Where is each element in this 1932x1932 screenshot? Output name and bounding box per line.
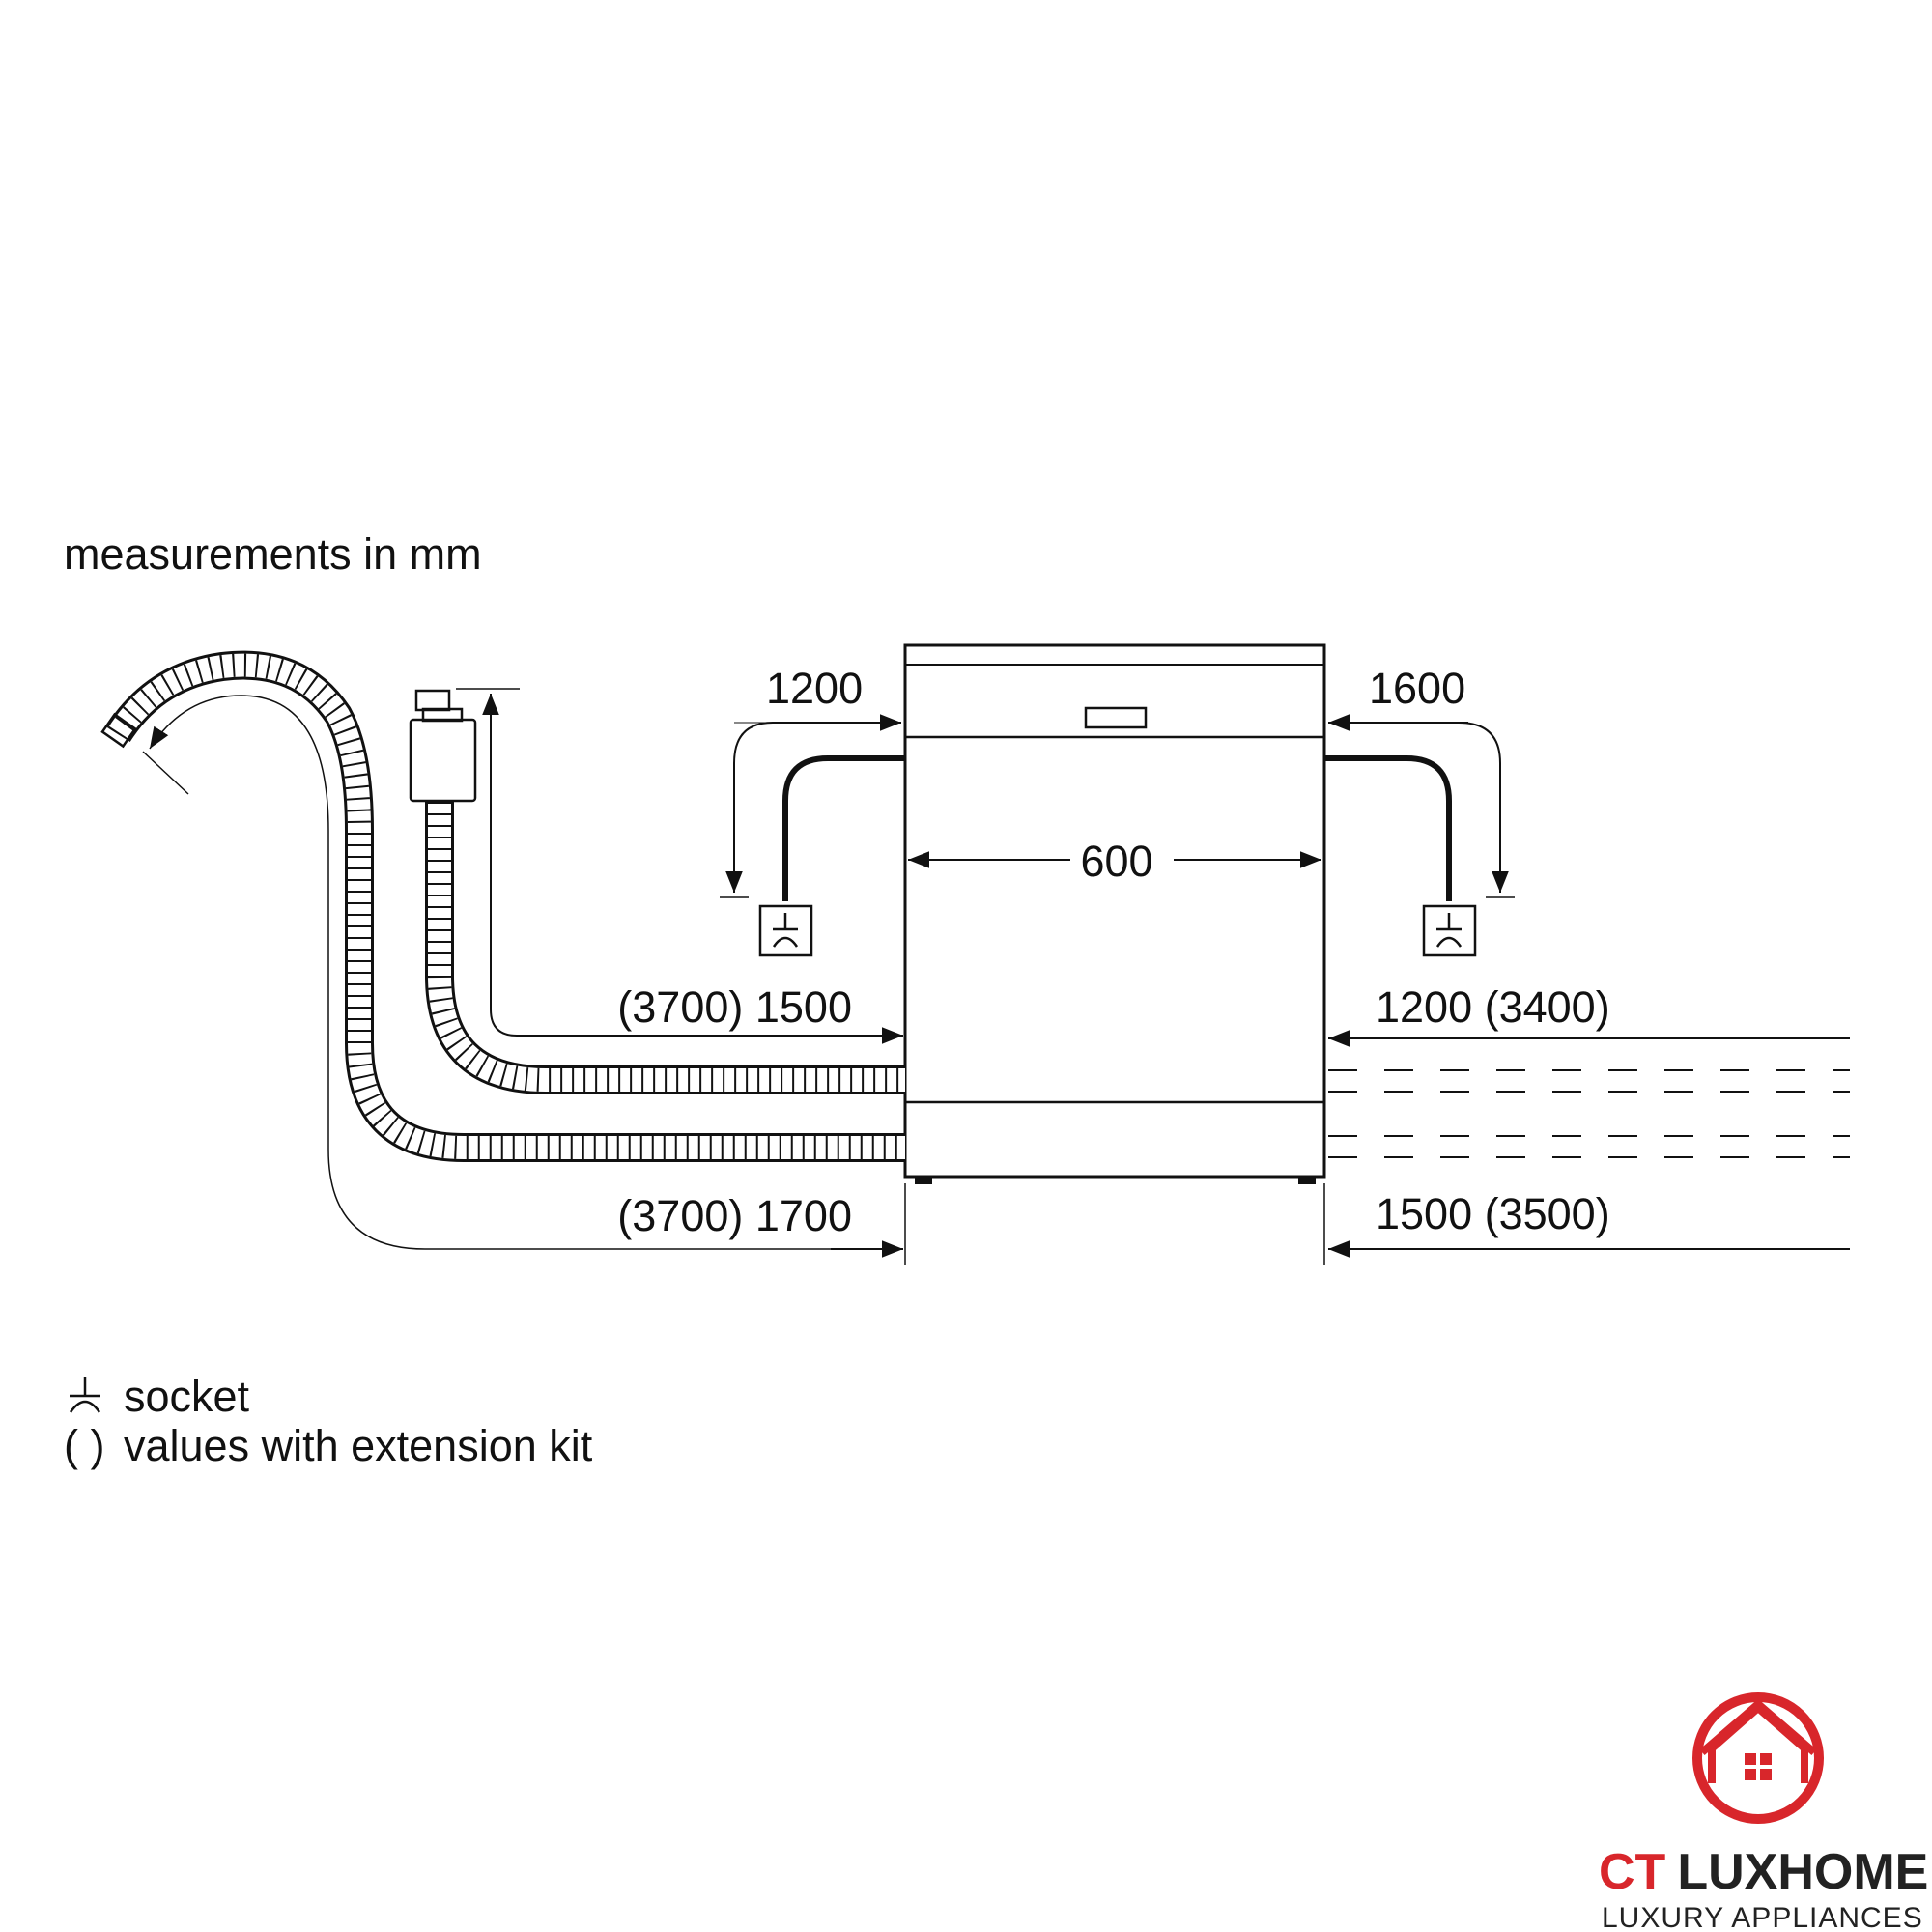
water-inlet-hose [409,689,905,1094]
dim-left-drain: (3700) 1700 [617,1191,852,1240]
dim-width: 600 [1080,837,1152,886]
dim-left-inlet: (3700) 1500 [617,982,852,1032]
power-cable-left [782,755,905,901]
foot-right [1298,1177,1316,1184]
power-cable-right [1324,755,1452,901]
dim-right-cable: 1600 [1369,664,1465,713]
dim-right-inlet: 1200 (3400) [1376,982,1610,1032]
legend-paren-symbol: ( ) [64,1421,104,1470]
foot-left [915,1177,932,1184]
dim-left-cable: 1200 [766,664,863,713]
dishwasher [903,643,1326,1184]
socket-icon [1422,904,1477,957]
socket-icon [758,904,813,957]
house-logo-icon [1692,1692,1824,1824]
legend-socket: socket [124,1372,250,1421]
measurements-note: measurements in mm [64,529,482,579]
drain-hose [100,650,905,1162]
brand-tagline: LUXURY APPLIANCES [1602,1902,1923,1932]
aquastop-valve [409,718,477,803]
legend-extension: values with extension kit [124,1421,593,1470]
socket-icon [69,1377,101,1413]
control-panel-display [1084,706,1148,729]
dim-right-drain: 1500 (3500) [1376,1189,1610,1238]
